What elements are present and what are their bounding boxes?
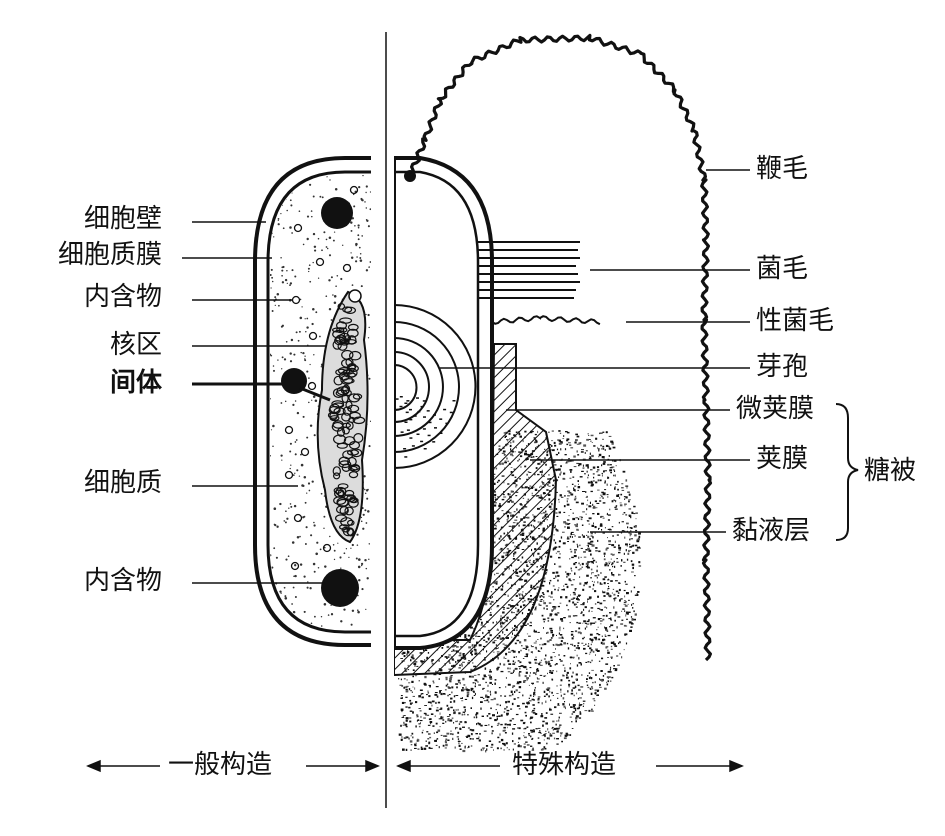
label-capsule: 荚膜 [756,444,809,474]
sex-pilus [491,315,601,326]
glycocalyx-brace [835,403,859,541]
label-pili: 菌毛 [756,254,809,284]
label-cell-wall: 细胞壁 [84,204,163,234]
pili [478,241,580,299]
inclusion-body-top [321,197,353,229]
inclusion-body-bottom [321,569,359,607]
cell-wall-outline [253,156,371,647]
label-slime-layer: 黏液层 [732,516,811,546]
label-nucleoid: 核区 [110,330,163,360]
label-inclusion-bottom: 内含物 [84,566,163,596]
cell-membrane-outline [266,170,371,634]
special-cell-membrane [394,170,480,638]
label-cell-membrane: 细胞质膜 [58,240,163,270]
special-structure-half [394,156,642,753]
nucleoid-region [316,290,369,544]
label-microcapsule: 微荚膜 [736,394,815,424]
label-general-structure: 一般构造 [168,750,273,780]
flagellum [409,33,713,662]
nucleoid-tip [348,289,362,303]
label-special-structure: 特殊构造 [512,750,617,780]
label-glycocalyx: 糖被 [864,456,917,486]
label-mesosome: 间体 [110,368,163,398]
spore-core-dots [395,396,456,458]
label-spore: 芽孢 [756,352,809,382]
inclusion-granules [284,185,359,571]
label-inclusion-top: 内含物 [84,282,163,312]
label-cytoplasm: 细胞质 [84,468,163,498]
nucleoid-texture [327,303,366,537]
label-flagellum: 鞭毛 [756,154,809,184]
special-leader-lines [440,169,750,533]
section-arrows [86,759,744,773]
general-leader-lines [182,221,326,584]
mesosome-stalk [299,386,331,402]
label-sex-pilus: 性菌毛 [756,306,835,336]
general-structure-half [253,156,371,647]
spore [394,304,477,469]
special-cell-body [394,156,494,650]
